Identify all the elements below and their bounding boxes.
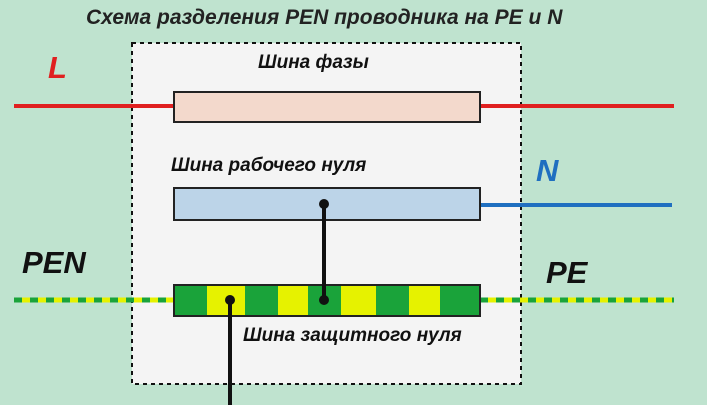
label-N: N xyxy=(536,153,559,188)
jumper-top-dot xyxy=(319,199,329,209)
phase-bus-label: Шина фазы xyxy=(258,52,369,73)
ground-dot xyxy=(225,295,235,305)
label-PEN: PEN xyxy=(22,245,86,280)
label-PE: PE xyxy=(546,255,588,290)
phase-bus xyxy=(173,91,481,123)
protective-bus xyxy=(173,284,481,317)
protective-bus-label: Шина защитного нуля xyxy=(243,325,462,346)
neutral-bus-label: Шина рабочего нуля xyxy=(171,155,367,176)
jumper-bottom-dot xyxy=(319,295,329,305)
label-L: L xyxy=(48,50,67,85)
diagram-title: Схема разделения PEN проводника на PE и … xyxy=(86,6,563,29)
